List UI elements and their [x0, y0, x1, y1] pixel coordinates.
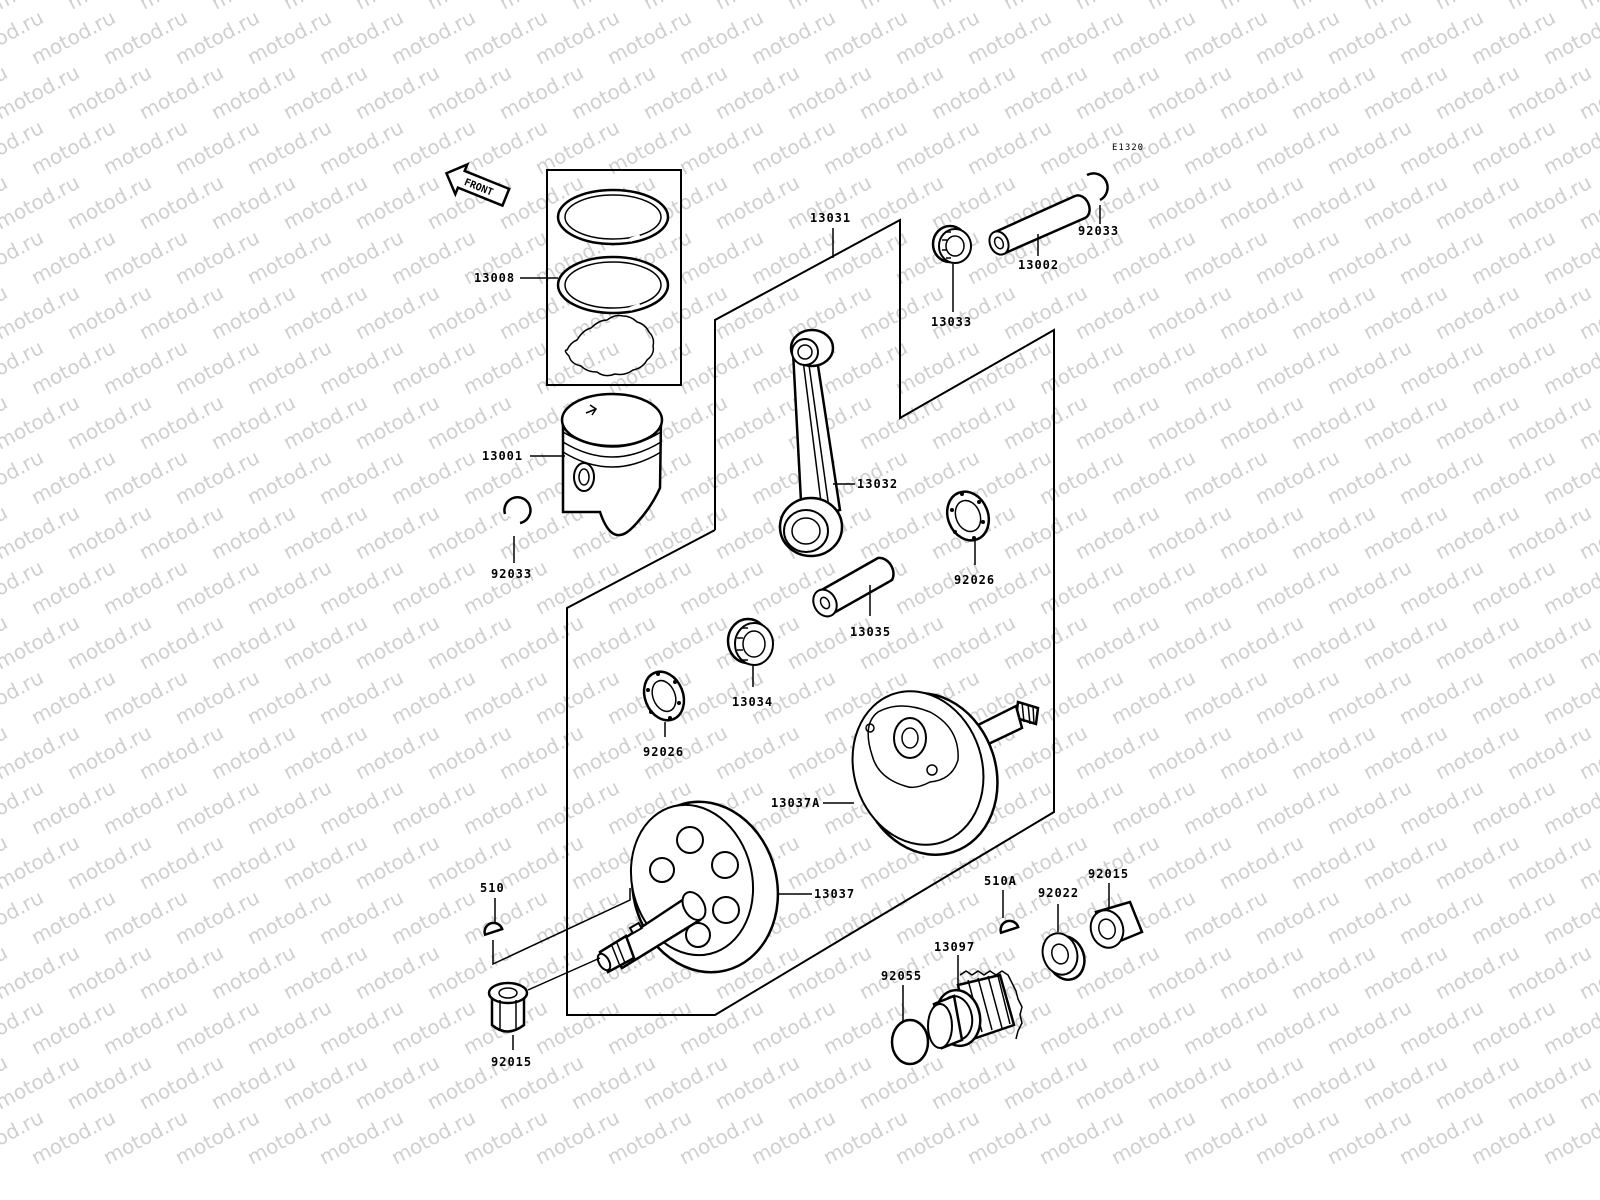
- o-ring: [890, 1018, 930, 1066]
- label-92055: 92055: [881, 969, 922, 983]
- crankshaft-gear: [927, 970, 1023, 1050]
- woodruff-key-right: [999, 919, 1020, 935]
- label-92026a: 92026: [954, 573, 995, 587]
- crankshaft-left-half: [596, 800, 780, 974]
- label-92015b: 92015: [491, 1055, 532, 1069]
- label-92033b: 92033: [1078, 224, 1119, 238]
- big-end-needle-bearing: [726, 617, 774, 666]
- piston: [560, 392, 664, 537]
- label-13032: 13032: [857, 477, 898, 491]
- label-13097: 13097: [934, 940, 975, 954]
- label-13037A: 13037A: [771, 796, 820, 810]
- key-guide-line: [492, 888, 631, 966]
- piston-ring-second: [556, 255, 670, 315]
- front-arrow: FRONT: [444, 162, 511, 208]
- label-92022: 92022: [1038, 886, 1079, 900]
- label-92015a: 92015: [1088, 867, 1129, 881]
- label-13033: 13033: [931, 315, 972, 329]
- nut-guide-line: [527, 957, 601, 991]
- crank-pin: [812, 556, 895, 618]
- label-92033a: 92033: [491, 567, 532, 581]
- crankshaft-nut-left: [487, 981, 529, 1033]
- small-end-needle-bearing: [931, 224, 972, 264]
- thrust-washer-left: [642, 670, 686, 722]
- label-13008: 13008: [474, 271, 515, 285]
- assembly-outline: [566, 218, 1055, 1016]
- piston-pin-circlip-right: [1086, 172, 1109, 202]
- crankshaft-right-half: [851, 690, 1040, 857]
- woodruff-key-left: [483, 921, 504, 937]
- label-13035: 13035: [850, 625, 891, 639]
- piston-pin: [988, 194, 1091, 256]
- label-13034: 13034: [732, 695, 773, 709]
- piston-ring-top: [556, 188, 670, 246]
- crankshaft-nut-right: [1089, 900, 1144, 949]
- label-13002: 13002: [1018, 258, 1059, 272]
- label-510A: 510A: [984, 874, 1017, 888]
- thrust-washer-right: [945, 490, 991, 542]
- label-13037: 13037: [814, 887, 855, 901]
- label-510: 510: [480, 881, 505, 895]
- label-92026b: 92026: [643, 745, 684, 759]
- label-13001: 13001: [482, 449, 523, 463]
- connecting-rod: [778, 328, 844, 558]
- label-13031: 13031: [810, 211, 851, 225]
- washer: [1041, 932, 1086, 981]
- piston-pin-circlip-left: [503, 496, 532, 525]
- diagram-code: E1320: [1112, 143, 1144, 153]
- oil-ring-expander: [564, 314, 655, 377]
